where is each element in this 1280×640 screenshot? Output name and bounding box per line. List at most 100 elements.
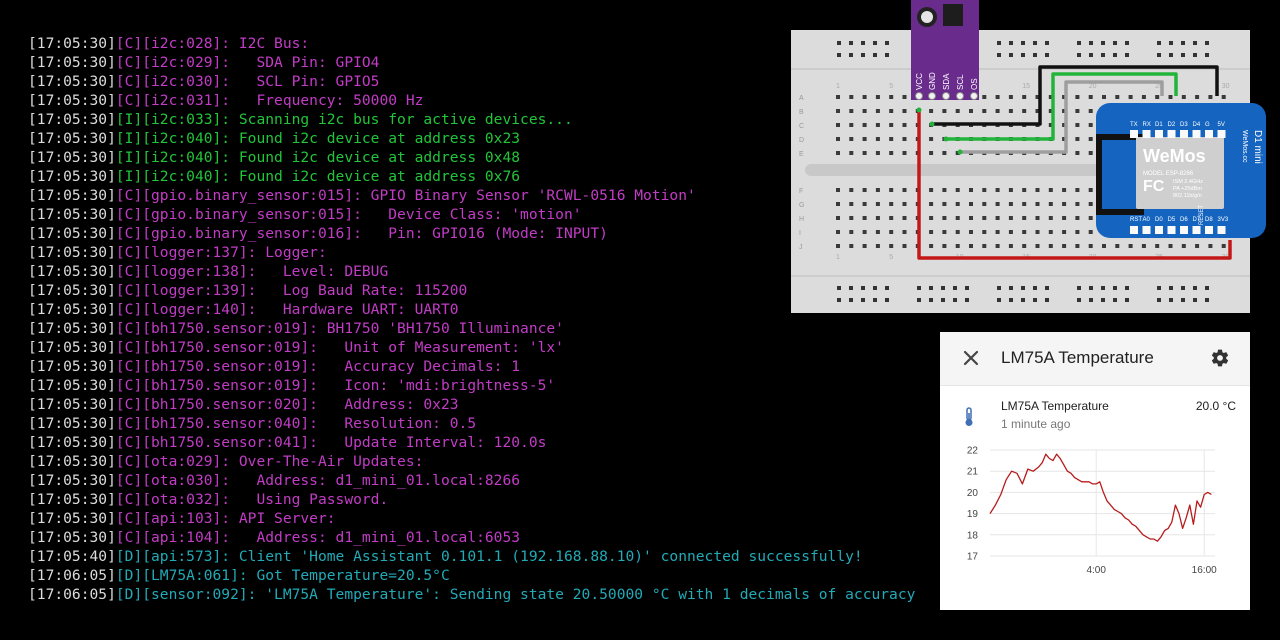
wire-endpoint [943, 136, 949, 142]
breadboard-hole [836, 202, 840, 206]
log-timestamp: [17:05:30] [28, 111, 116, 128]
gear-icon[interactable] [1210, 348, 1230, 368]
rail-hole [885, 286, 889, 290]
log-line: [17:05:30][C][logger:140]: Hardware UART… [28, 300, 915, 319]
scl-wire [960, 80, 1164, 154]
wemos-pin [1130, 226, 1138, 234]
row-letter: B [799, 109, 804, 116]
log-timestamp: [17:05:30] [28, 92, 116, 109]
log-level: [C] [115, 301, 143, 318]
breadboard-hole [955, 151, 960, 155]
log-message: [i2c:031]: Frequency: 50000 Hz [142, 92, 424, 109]
row-letter: H [799, 216, 804, 223]
entity-name[interactable]: LM75A Temperature [1001, 399, 1109, 413]
row-letter: F [799, 188, 803, 195]
breadboard-hole [1008, 216, 1013, 220]
log-timestamp: [17:05:30] [28, 301, 116, 318]
module-pin [970, 92, 978, 100]
rail-hole [1205, 286, 1209, 290]
breadboard-hole [1008, 188, 1013, 192]
wemos-pin-label: D8 [1205, 217, 1213, 223]
rail-hole [1125, 286, 1129, 290]
breadboard-hole [1075, 188, 1080, 192]
row-letter: D [799, 137, 804, 144]
wemos-pin-label: G [1205, 122, 1210, 128]
breadboard-hole [1088, 244, 1093, 248]
rail-hole [1125, 41, 1129, 45]
rail-hole [997, 298, 1001, 302]
rail-hole [849, 298, 853, 302]
close-icon[interactable] [962, 349, 980, 367]
log-line: [17:06:05][D][sensor:092]: 'LM75A Temper… [28, 585, 915, 604]
breadboard-hole [1048, 123, 1053, 127]
log-level: [C] [115, 472, 143, 489]
log-timestamp: [17:05:30] [28, 491, 116, 508]
breadboard-hole [875, 216, 880, 220]
breadboard-hole [875, 151, 880, 155]
breadboard-hole [1075, 109, 1080, 113]
rail-hole [1169, 53, 1173, 57]
reset-label: RESET [1199, 205, 1205, 225]
rail-hole [953, 298, 957, 302]
wemos-side-url: WeMos.cc [1241, 130, 1248, 163]
wemos-pin [1192, 226, 1201, 234]
lm75a-chip [943, 4, 963, 26]
breadboard-hole [1035, 188, 1040, 192]
log-level: [C] [115, 320, 143, 337]
rail-hole [873, 286, 877, 290]
mount-hole [921, 11, 933, 23]
breadboard-hole [982, 244, 987, 248]
log-message: [LM75A:061]: Got Temperature=20.5°C [142, 567, 450, 584]
breadboard-hole [995, 202, 1000, 206]
rail-hole [885, 298, 889, 302]
breadboard-hole [836, 216, 840, 220]
console-log: [17:05:30][C][i2c:028]: I2C Bus:[17:05:3… [28, 34, 915, 604]
breadboard-hole [902, 202, 907, 206]
gnd-wire [932, 65, 1219, 126]
breadboard-hole [942, 109, 947, 113]
log-message: [bh1750.sensor:040]: Resolution: 0.5 [142, 415, 477, 432]
module-pin-label: OS [970, 78, 979, 90]
breadboard-hole [889, 123, 894, 127]
log-level: [D] [115, 567, 143, 584]
column-number: 25 [1155, 83, 1163, 90]
row-letter: I [799, 230, 801, 237]
breadboard-hole [902, 151, 907, 155]
log-timestamp: [17:05:30] [28, 434, 116, 451]
log-line: [17:05:30][C][i2c:031]: Frequency: 50000… [28, 91, 915, 110]
rail-hole [1033, 53, 1037, 57]
breadboard-hole [1102, 95, 1106, 99]
breadboard-hole [875, 202, 880, 206]
breadboard-hole [1008, 244, 1013, 248]
log-level: [C] [115, 529, 143, 546]
rail-hole [1101, 41, 1105, 45]
breadboard-hole [1075, 123, 1080, 127]
wemos-spec: 802.11b/g/n [1173, 193, 1202, 199]
breadboard-hole [902, 123, 907, 127]
breadboard-hole [942, 188, 947, 192]
log-line: [17:05:30][C][bh1750.sensor:041]: Update… [28, 433, 915, 452]
breadboard-hole [902, 244, 907, 248]
breadboard-hole [969, 244, 973, 248]
rail-hole [1181, 298, 1185, 302]
log-message: [i2c:030]: SCL Pin: GPIO5 [142, 73, 380, 90]
temperature-series-line [989, 453, 1212, 542]
log-timestamp: [17:05:30] [28, 377, 116, 394]
breadboard-hole [1155, 95, 1160, 99]
y-tick-label: 20 [967, 488, 979, 499]
log-message: [logger:140]: Hardware UART: UART0 [142, 301, 459, 318]
log-timestamp: [17:05:30] [28, 453, 116, 470]
rail-hole [849, 53, 853, 57]
log-level: [C] [115, 339, 143, 356]
breadboard-hole [1048, 188, 1053, 192]
wemos-pin [1167, 226, 1176, 234]
breadboard-hole [1088, 216, 1093, 220]
breadboard-hole [1062, 137, 1067, 141]
log-level: [C] [115, 415, 143, 432]
rail-hole [1157, 41, 1161, 45]
y-tick-label: 21 [967, 467, 979, 478]
log-level: [C] [115, 358, 143, 375]
breadboard-hole [929, 244, 934, 248]
breadboard-hole [955, 202, 960, 206]
